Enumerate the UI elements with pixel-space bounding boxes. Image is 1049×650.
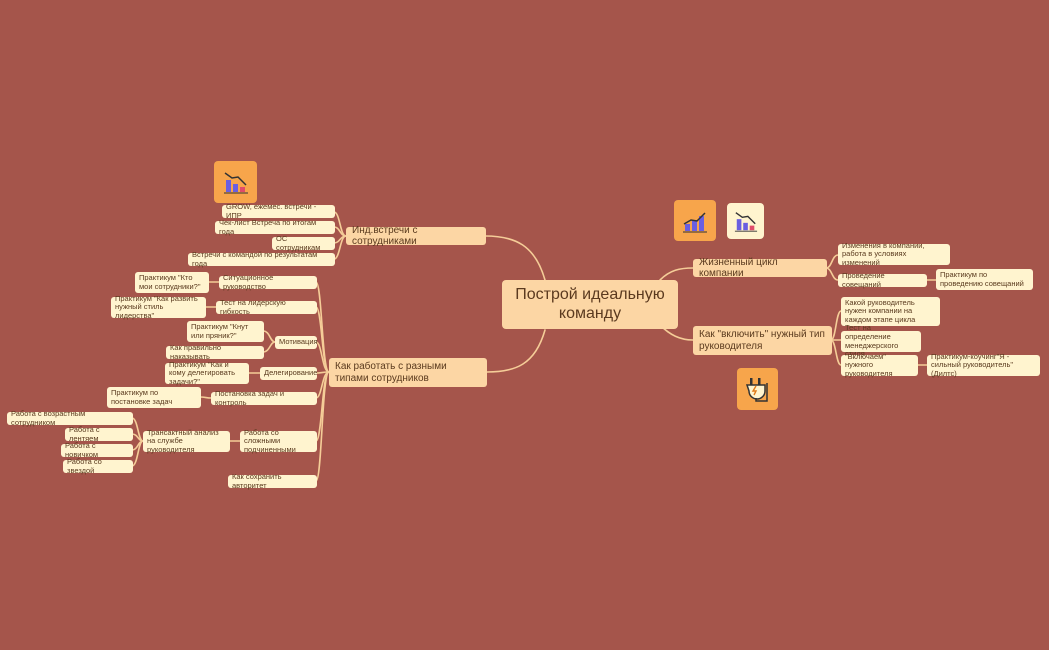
leader-style-test[interactable]: Тест на определение менеджерского стиля <box>841 323 921 358</box>
branch-work-types[interactable]: Как работать с разными типами сотруднико… <box>329 358 487 387</box>
transactional-analysis[interactable]: Трансактный анализ на службе руководител… <box>143 428 230 454</box>
lifecycle-meetings-practice[interactable]: Практикум по проведению совещаний <box>936 269 1033 290</box>
root-topic-label: Построй идеальную команду <box>515 286 665 322</box>
transact-item-newbie[interactable]: Работа с новичком <box>61 441 133 458</box>
leader-switch-practice[interactable]: Практикум-коучинг"Я - сильный руководите… <box>927 352 1040 378</box>
chart-up-icon <box>674 200 716 241</box>
branch-ind-meetings[interactable]: Инд.встречи с сотрудниками <box>346 225 486 247</box>
tasks-practice[interactable]: Практикум по постановке задач <box>107 387 201 408</box>
ind-item-team-meetings[interactable]: Встречи с командой по результатам года <box>188 250 335 267</box>
lifecycle-changes[interactable]: Изменения в компании, работа в условиях … <box>838 241 950 267</box>
delegation-practice[interactable]: Практикум "Как и кому делегировать задач… <box>165 360 249 386</box>
chart-down-icon <box>727 203 764 239</box>
transact-item-aged[interactable]: Работа с возрастным сотрудником <box>7 409 133 426</box>
difficult-subordinates[interactable]: Работа со сложными подчиненными <box>240 428 317 454</box>
branch-lifecycle[interactable]: Жизненный цикл компании <box>693 257 827 279</box>
leadership-test[interactable]: Тест на лидерскую гибкость <box>216 298 317 315</box>
lifecycle-meetings[interactable]: Проведение совещаний <box>838 271 927 288</box>
situational-practice[interactable]: Практикум "Кто мои сотрудники?" <box>135 272 209 293</box>
transact-item-star[interactable]: Работа со звездой <box>63 457 133 474</box>
ind-item-checklist[interactable]: Чек-лист Встреча по итогам года <box>215 218 335 235</box>
motivation[interactable]: Мотивация <box>275 336 318 349</box>
ind-item-feedback[interactable]: ОС сотрудникам <box>272 234 335 251</box>
transact-item-lazy[interactable]: Работа с лентяем <box>65 425 133 442</box>
situational-leadership[interactable]: Ситуационное руководство <box>219 273 317 290</box>
punishment[interactable]: Как правильно наказывать <box>166 343 264 360</box>
branch-leader-type[interactable]: Как "включить" нужный тип руководителя <box>693 326 832 355</box>
root-topic[interactable]: Построй идеальную команду <box>502 280 678 329</box>
motivation-practice[interactable]: Практикум "Кнут или пряник?" <box>187 321 264 342</box>
leader-switch-on[interactable]: "Включаем" нужного руководителя <box>841 352 918 378</box>
leader-which[interactable]: Какой руководитель нужен компании на каж… <box>841 297 940 326</box>
keep-authority[interactable]: Как сохранить авторитет <box>228 472 317 489</box>
plug-icon <box>737 368 778 410</box>
ind-item-grow[interactable]: GROW, ежемес. встречи - ИПР <box>222 202 335 219</box>
leadership-practice[interactable]: Практикум "Как развить нужный стиль лиде… <box>111 294 206 320</box>
delegation[interactable]: Делегирование <box>260 367 317 380</box>
tasks-control[interactable]: Постановка задач и контроль <box>211 389 317 406</box>
chart-down-icon <box>214 161 257 203</box>
